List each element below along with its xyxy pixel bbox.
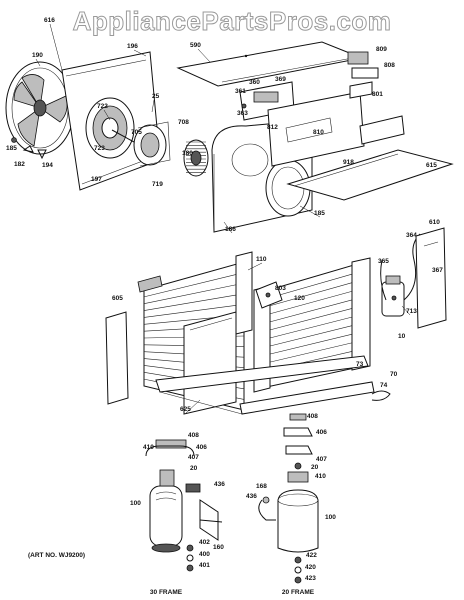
- part-label-190: 190: [32, 52, 43, 59]
- leader-lines: [35, 23, 411, 414]
- part-label-809: 809: [376, 46, 387, 53]
- part-label-120: 120: [294, 295, 305, 302]
- part-label-365: 365: [378, 258, 389, 265]
- small-parts-top-right: [347, 51, 379, 99]
- part-label-410: 410: [143, 444, 154, 451]
- part-label-361: 361: [235, 88, 246, 95]
- motor-mount: [133, 121, 171, 167]
- part-label-423: 423: [305, 575, 316, 582]
- part-label-74: 74: [380, 382, 388, 389]
- part-label-20: 20: [311, 464, 319, 471]
- part-label-402: 402: [199, 539, 210, 546]
- side-panel-610: [415, 227, 447, 329]
- part-label-713: 713: [406, 308, 417, 315]
- part-label-180: 180: [182, 150, 193, 157]
- part-label-369: 369: [275, 76, 286, 83]
- part-label-186: 186: [225, 226, 236, 233]
- clip-70: [371, 390, 391, 401]
- part-label-70: 70: [390, 371, 398, 378]
- part-label-401: 401: [199, 562, 210, 569]
- part-label-182: 182: [14, 161, 25, 168]
- fan-motor: [85, 97, 135, 159]
- part-label-616: 616: [44, 17, 55, 24]
- frame-label-20: 20 FRAME: [282, 589, 315, 596]
- part-label-615: 615: [426, 162, 437, 169]
- part-label-808: 808: [384, 62, 395, 69]
- part-label-194: 194: [42, 162, 53, 169]
- partition-panel: [267, 91, 365, 167]
- part-label-367: 367: [432, 267, 443, 274]
- part-label-918: 918: [343, 159, 354, 166]
- part-label-10: 10: [398, 333, 406, 340]
- capacitor-and-wiring: [380, 233, 421, 317]
- part-label-100: 100: [325, 514, 336, 521]
- part-label-610: 610: [429, 219, 440, 226]
- part-label-20: 20: [190, 465, 198, 472]
- part-label-590: 590: [190, 42, 201, 49]
- part-label-719: 719: [152, 181, 163, 188]
- part-label-407: 407: [316, 456, 327, 463]
- part-label-400: 400: [199, 551, 210, 558]
- compressor-30-frame: [145, 439, 223, 572]
- part-label-407: 407: [188, 454, 199, 461]
- part-label-196: 196: [127, 43, 138, 50]
- part-label-625: 625: [180, 406, 191, 413]
- part-label-110: 110: [256, 256, 267, 263]
- part-label-605: 605: [112, 295, 123, 302]
- part-label-436: 436: [214, 481, 225, 488]
- part-label-364: 364: [406, 232, 417, 239]
- bracket-803: [255, 281, 283, 309]
- barrier-panel: [183, 311, 237, 415]
- fan-blade: [5, 61, 75, 155]
- base-pan: [286, 115, 454, 201]
- art-number-caption: (ART NO. WJ9200): [28, 552, 85, 559]
- part-label-406: 406: [196, 444, 207, 451]
- part-label-801: 801: [372, 91, 383, 98]
- part-label-406: 406: [316, 429, 327, 436]
- top-cover-panel: [176, 41, 364, 87]
- part-label-436: 436: [246, 493, 257, 500]
- base-rail: [155, 355, 375, 415]
- part-label-160: 160: [213, 544, 224, 551]
- part-label-197: 197: [91, 176, 102, 183]
- part-label-185: 185: [6, 145, 17, 152]
- part-label-803: 803: [275, 285, 286, 292]
- part-label-708: 708: [178, 119, 189, 126]
- part-label-408: 408: [188, 432, 199, 439]
- part-label-705: 705: [131, 129, 142, 136]
- part-label-410: 410: [315, 473, 326, 480]
- part-label-422: 422: [306, 552, 317, 559]
- part-label-723: 723: [94, 145, 105, 152]
- part-label-25: 25: [152, 93, 160, 100]
- watermark-text: AppliancePartsPros.com: [73, 6, 392, 36]
- screws-left: [11, 137, 47, 160]
- part-label-168: 168: [256, 483, 267, 490]
- side-panel-605: [105, 311, 129, 405]
- part-label-810: 810: [313, 129, 324, 136]
- part-label-408: 408: [307, 413, 318, 420]
- part-label-812: 812: [267, 124, 278, 131]
- part-label-100: 100: [130, 500, 141, 507]
- compressor-20-frame: [258, 413, 319, 584]
- part-label-360: 360: [249, 79, 260, 86]
- coil-side-plates: [235, 251, 371, 393]
- part-label-73: 73: [356, 361, 364, 368]
- part-label-185: 185: [314, 210, 325, 217]
- part-label-363: 363: [237, 110, 248, 117]
- blower-wheel: [183, 139, 209, 177]
- frame-label-30: 30 FRAME: [150, 589, 183, 596]
- part-label-722: 722: [97, 103, 108, 110]
- part-label-420: 420: [305, 564, 316, 571]
- part-number-labels: 616 190 196 590 809 808 360 369 361 801 25 363 722 70…: [6, 17, 443, 582]
